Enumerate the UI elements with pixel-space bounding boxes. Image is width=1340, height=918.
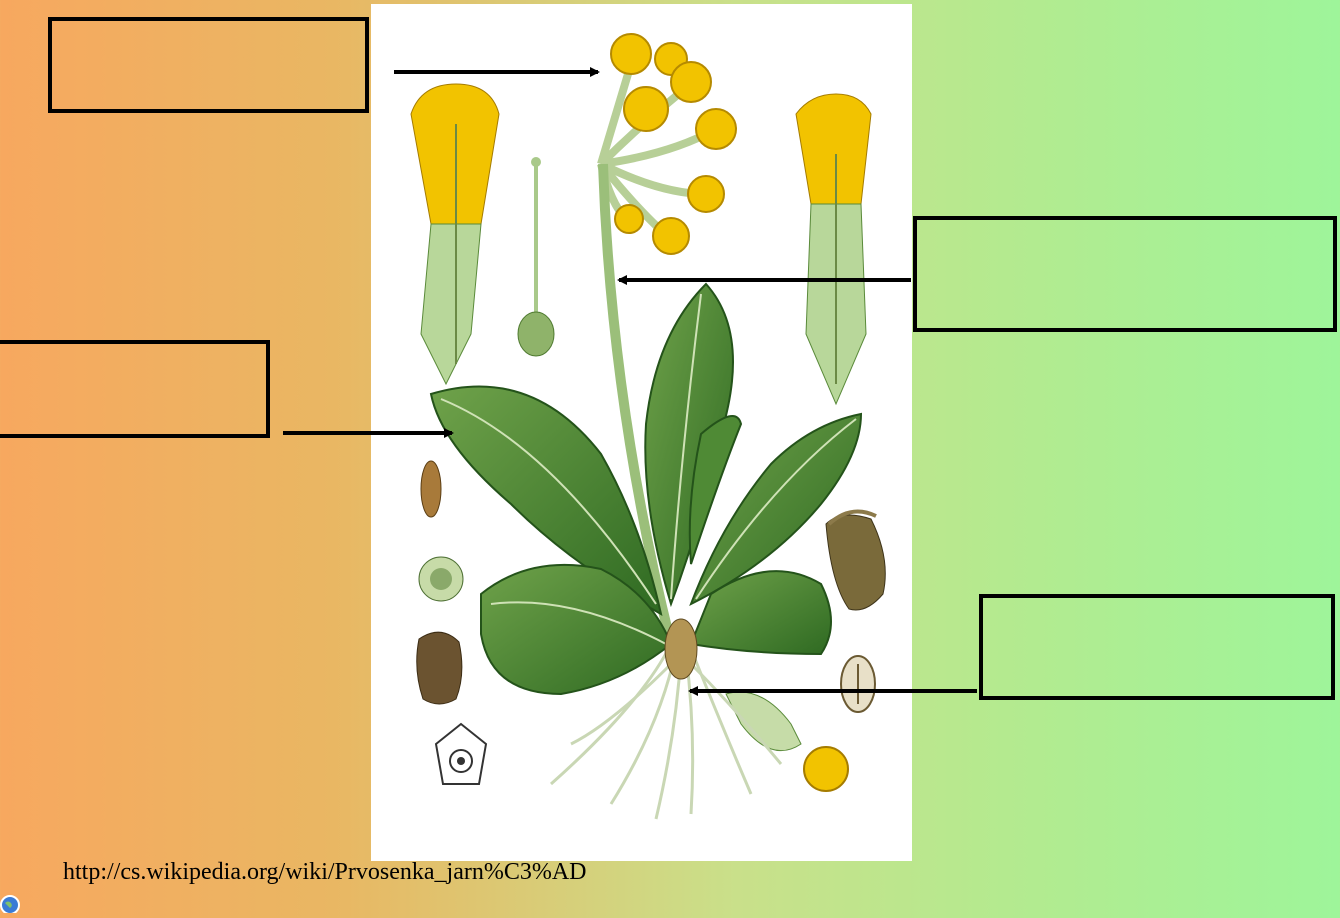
source-url[interactable]: http://cs.wikipedia.org/wiki/Prvosenka_j… — [63, 859, 587, 886]
globe-icon[interactable] — [0, 893, 20, 913]
